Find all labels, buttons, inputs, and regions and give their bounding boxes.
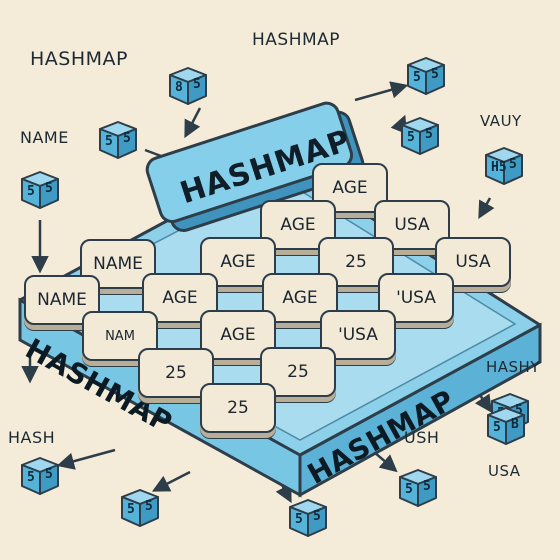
label-vauy: VAUY (480, 112, 522, 130)
label-name: NAME (20, 128, 69, 147)
cube-face-right: 5 (45, 181, 53, 196)
key-tile: AGE (142, 273, 218, 323)
banner-sign (145, 101, 365, 232)
cube-icon (99, 121, 137, 159)
key-tile: AGE (262, 273, 338, 323)
cube-face-right: 5 (509, 157, 517, 172)
cube-face-right: 5 (425, 127, 433, 142)
cube-face-left: 5 (127, 502, 135, 517)
cube-icon (21, 457, 59, 495)
cube-face-left: 5 (413, 70, 421, 85)
cube-icon (401, 117, 439, 155)
cube-icon (399, 469, 437, 507)
connector-arrow (478, 197, 495, 220)
connector-arrow (56, 448, 116, 470)
cube-face-right: 5 (123, 131, 131, 146)
label-ush: USH (404, 428, 440, 447)
key-tile: NAME (24, 275, 100, 325)
cube-face-left: 5 (27, 184, 35, 199)
connector-arrow (151, 470, 191, 492)
cube-face-right: 5 (431, 67, 439, 82)
cube-icon (169, 67, 207, 105)
cube-icon (289, 499, 327, 537)
key-tile: 'USA (378, 273, 454, 323)
cube-face-right: 5 (193, 77, 201, 92)
label-hash: HASH (8, 428, 56, 447)
cube-face-right: 5 (45, 467, 53, 482)
label-hashmap-top: HASHMAP (252, 30, 341, 50)
connector-arrow (390, 114, 407, 135)
cube-icon (21, 171, 59, 209)
cube-face-left: 5 (27, 470, 35, 485)
cube-icon (487, 407, 525, 445)
cube-face-right: 5 (313, 509, 321, 524)
cube-face-left: 5 (405, 482, 413, 497)
label-hashy: HASHY (486, 358, 541, 376)
key-tile: 25 (138, 348, 214, 398)
cube-face-right: B (511, 417, 519, 432)
connector-arrow (354, 81, 409, 102)
cube-icon (407, 57, 445, 95)
key-tile: 25 (260, 347, 336, 397)
cube-icon (121, 489, 159, 527)
key-tile: AGE (200, 310, 276, 360)
cube-face-left: 8 (175, 80, 183, 95)
cube-face-left: 5 (493, 420, 501, 435)
cube-face-left: H5 (491, 160, 507, 175)
cube-face-right: 5 (515, 403, 523, 418)
label-hashmap-left: HASHMAP (30, 48, 128, 70)
key-tile: 25 (200, 383, 276, 433)
cube-face-left: 5 (295, 512, 303, 527)
connector-arrow (184, 107, 202, 139)
key-tile: USA (435, 237, 511, 287)
cube-face-left: 5 (407, 130, 415, 145)
cube-face-right: 5 (423, 479, 431, 494)
cube-icon (485, 147, 523, 185)
label-usa: USA (488, 462, 521, 480)
cube-face-left: 5 (105, 134, 113, 149)
cube-face-right: 5 (145, 499, 153, 514)
